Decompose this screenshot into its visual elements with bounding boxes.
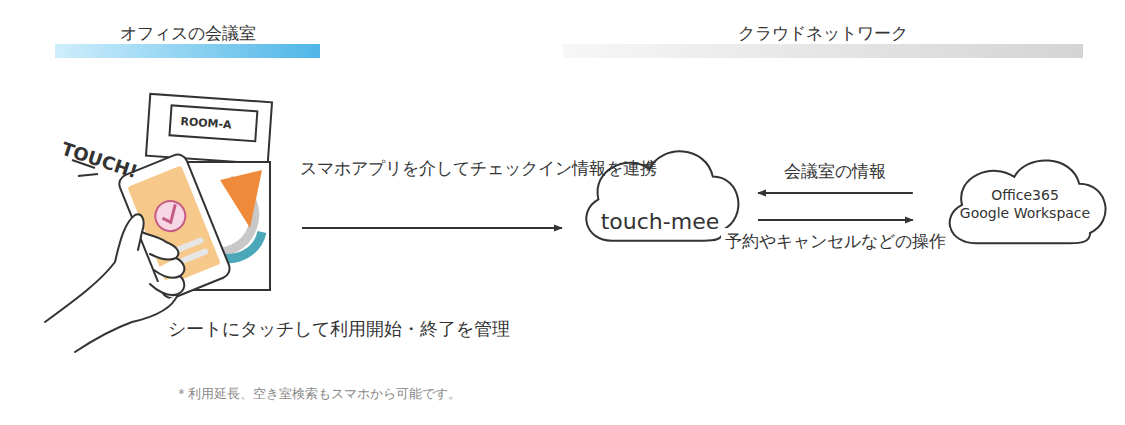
text-line: Office365 xyxy=(960,186,1090,204)
text-line: Google Workspace xyxy=(960,204,1090,222)
cloud-path xyxy=(949,160,1105,243)
arrow-note: スマホアプリを介して チェックイン情報を連携 xyxy=(300,156,562,181)
node-label: Office365 Google Workspace xyxy=(960,186,1090,222)
text-line: シートにタッチして xyxy=(168,318,330,339)
text-line: チェックイン情報を連携 xyxy=(470,158,657,178)
section-heading: クラウドネットワーク xyxy=(738,22,908,44)
text-line: 利用開始・終了を管理 xyxy=(330,318,510,339)
text-line: スマホアプリを介して xyxy=(300,158,470,178)
text-line: などの操作 xyxy=(861,231,946,251)
node-label: touch-mee xyxy=(601,208,720,237)
header-band: オフィスの会議室 xyxy=(55,18,320,58)
section-heading: オフィスの会議室 xyxy=(120,22,256,44)
flow-arrow xyxy=(758,192,913,194)
header-band: クラウドネットワーク xyxy=(563,18,1083,58)
footnote: ＊利用延長、空き室検索もスマホから可能です。 xyxy=(175,385,461,404)
sync-arrow xyxy=(302,227,562,229)
edge-label: 予約やキャンセル などの操作 xyxy=(721,228,950,255)
touch-callout: TOUCH! xyxy=(58,136,141,185)
usage-note: シートにタッチして 利用開始・終了を管理 xyxy=(168,316,510,342)
edge-label: 会議室の情報 xyxy=(780,158,890,185)
flow-arrow xyxy=(758,219,913,221)
text-line: 予約やキャンセル xyxy=(725,231,861,251)
cloud-node: Office365 Google Workspace xyxy=(935,148,1115,250)
